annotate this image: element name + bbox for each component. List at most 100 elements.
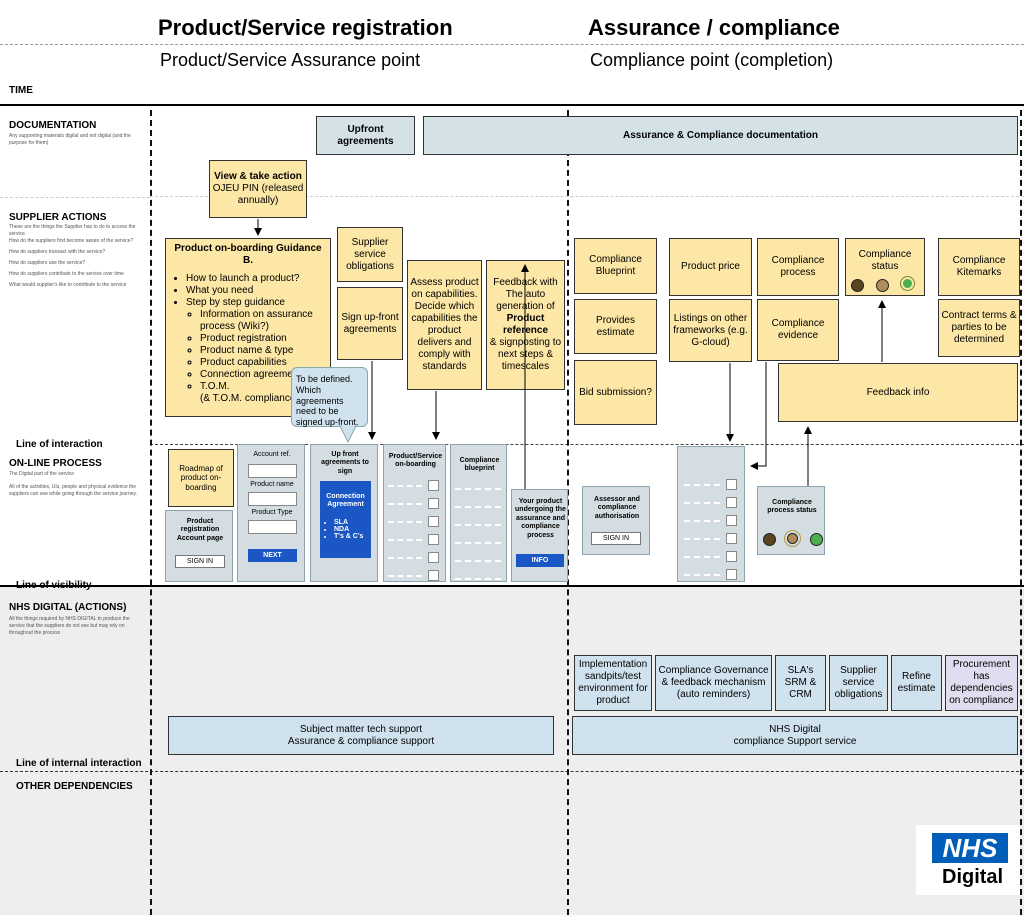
authorisation-panel: Assessor and compliance authorisation SI… — [582, 486, 650, 555]
auth-sign-in-button[interactable]: SIGN IN — [591, 532, 641, 545]
checkbox[interactable] — [726, 533, 737, 544]
nhs-logo-mark: NHS — [932, 833, 1008, 863]
right-phase-subtitle: Compliance point (completion) — [590, 50, 834, 70]
status-dot-mid-icon — [787, 533, 798, 544]
checkbox[interactable] — [428, 498, 439, 509]
supplier-desc-line: How do suppliers transact with the servi… — [9, 249, 106, 255]
checkbox[interactable] — [428, 534, 439, 545]
product-name-label: Product name — [250, 481, 294, 488]
checkbox[interactable] — [428, 480, 439, 491]
supplier-desc-line: How do suppliers use the service? — [9, 260, 86, 266]
onboarding-title: Product on-boarding Guidance B. — [174, 243, 322, 266]
checkbox[interactable] — [428, 516, 439, 527]
status-ring-icon — [784, 530, 801, 547]
agreement-item: NDA — [334, 526, 363, 533]
placeholder-line — [455, 542, 501, 544]
blueprint-panel: Compliance blueprint — [450, 444, 507, 582]
bid-submission-box: Bid submission? — [574, 360, 657, 425]
documentation-desc: Any supporting materials digital and not… — [9, 133, 131, 146]
nhs-digital-logo: NHS Digital — [916, 825, 1020, 895]
product-type-input[interactable] — [248, 520, 297, 534]
process-status-panel: Compliance process status — [757, 486, 825, 555]
agreement-item: SLA — [334, 519, 363, 526]
placeholder-line — [388, 557, 422, 559]
onboarding-item: What you need — [186, 285, 326, 297]
onboarding-item: How to launch a product? — [186, 273, 326, 285]
feedback-post-text: & signposting to next steps & timescales — [489, 337, 562, 372]
compliance-kitemarks-box: Compliance Kitemarks — [938, 238, 1020, 296]
placeholder-line — [455, 560, 501, 562]
compliance-status-label: Compliance status — [858, 249, 912, 272]
tech-support-box: Subject matter tech support Assurance & … — [168, 716, 554, 755]
assess-product-box: Assess product on capabilities. Decide w… — [407, 260, 482, 390]
time-label: TIME — [9, 85, 33, 96]
contract-terms-box: Contract terms & parties to be determine… — [938, 299, 1020, 357]
info-button[interactable]: INFO — [516, 554, 564, 567]
provides-estimate-box: Provides estimate — [574, 299, 657, 354]
checkbox[interactable] — [428, 552, 439, 563]
digital-logo-text: Digital — [942, 866, 1004, 888]
undergoing-panel: Your product undergoing the assurance an… — [511, 489, 568, 582]
header-divider — [0, 44, 1024, 45]
phase-divider-left — [150, 110, 152, 915]
placeholder-line — [455, 506, 501, 508]
status-dot-green-icon — [903, 279, 912, 288]
view-action-title: View & take action — [214, 171, 302, 182]
agreement-item: T's & C's — [334, 533, 363, 540]
upfront-agreements-title: Up front agreements to sign — [321, 451, 369, 475]
line-of-interaction-label: Line of interaction — [16, 439, 103, 450]
checkbox[interactable] — [726, 551, 737, 562]
right-phase-title: Assurance / compliance — [588, 15, 840, 40]
implementation-box: Implementation sandpits/test environment… — [574, 655, 652, 711]
undergoing-text: Your product undergoing the assurance an… — [515, 498, 566, 539]
onboarding-panel: Product/Service on-boarding — [383, 444, 446, 582]
next-button[interactable]: NEXT — [248, 549, 297, 562]
product-name-input[interactable] — [248, 492, 297, 506]
nhs-obligations-box: Supplier service obligations — [829, 655, 888, 711]
checkbox[interactable] — [726, 479, 737, 490]
placeholder-line — [388, 485, 422, 487]
sla-box: SLA's SRM & CRM — [775, 655, 826, 711]
tooltip-to-be-defined: To be defined. Which agreements need to … — [291, 367, 368, 427]
account-ref-input[interactable] — [248, 464, 297, 478]
registration-form-panel: Account ref. Product name Product Type N… — [237, 444, 305, 582]
documentation-label: DOCUMENTATION — [9, 120, 97, 131]
listing-panel — [677, 446, 745, 582]
procurement-box: Procurement has dependencies on complian… — [945, 655, 1018, 711]
line-of-interaction — [150, 444, 1024, 445]
placeholder-line — [684, 556, 720, 558]
placeholder-line — [684, 502, 720, 504]
feedback-pre-text: Feedback with The auto generation of — [493, 277, 558, 312]
supplier-actions-desc: These are the things the Supplier has to… — [9, 224, 144, 289]
listings-box: Listings on other frameworks (e.g. G-clo… — [669, 299, 752, 362]
status-dot-dark-icon — [763, 533, 776, 546]
placeholder-line — [455, 524, 501, 526]
onboarding-panel-title: Product/Service on-boarding — [388, 453, 443, 469]
doc-row-divider — [0, 110, 150, 198]
onboarding-subitem: Connection agreement — [200, 369, 326, 381]
account-page-title: Product registration Account page — [176, 518, 224, 542]
checkbox[interactable] — [726, 515, 737, 526]
checkbox[interactable] — [428, 570, 439, 581]
compliance-support-box: NHS Digital compliance Support service — [572, 716, 1018, 755]
checkbox[interactable] — [726, 497, 737, 508]
placeholder-line — [684, 574, 720, 576]
view-action-body: OJEU PIN (released annually) — [212, 183, 304, 206]
checkbox[interactable] — [726, 569, 737, 580]
supplier-obligations-box: Supplier service obligations — [337, 227, 403, 282]
view-take-action-box: View & take action OJEU PIN (released an… — [209, 160, 307, 218]
onboarding-subitem: (& T.O.M. compliance) — [200, 393, 299, 404]
compliance-blueprint-box: Compliance Blueprint — [574, 238, 657, 294]
left-phase-subtitle: Product/Service Assurance point — [160, 50, 421, 70]
sign-in-button[interactable]: SIGN IN — [175, 555, 225, 568]
account-ref-label: Account ref. — [253, 451, 291, 458]
supplier-actions-label: SUPPLIER ACTIONS — [9, 212, 107, 223]
connection-agreement-label: Connection Agreement — [326, 493, 365, 509]
product-onboarding-guidance: Product on-boarding Guidance B. How to l… — [165, 238, 331, 417]
placeholder-line — [455, 578, 501, 580]
onboarding-subitem: Product name & type — [200, 345, 326, 357]
feedback-bold-text: Product reference — [502, 313, 549, 336]
placeholder-line — [388, 575, 422, 577]
placeholder-line — [684, 538, 720, 540]
doc-row-line — [150, 196, 1024, 197]
